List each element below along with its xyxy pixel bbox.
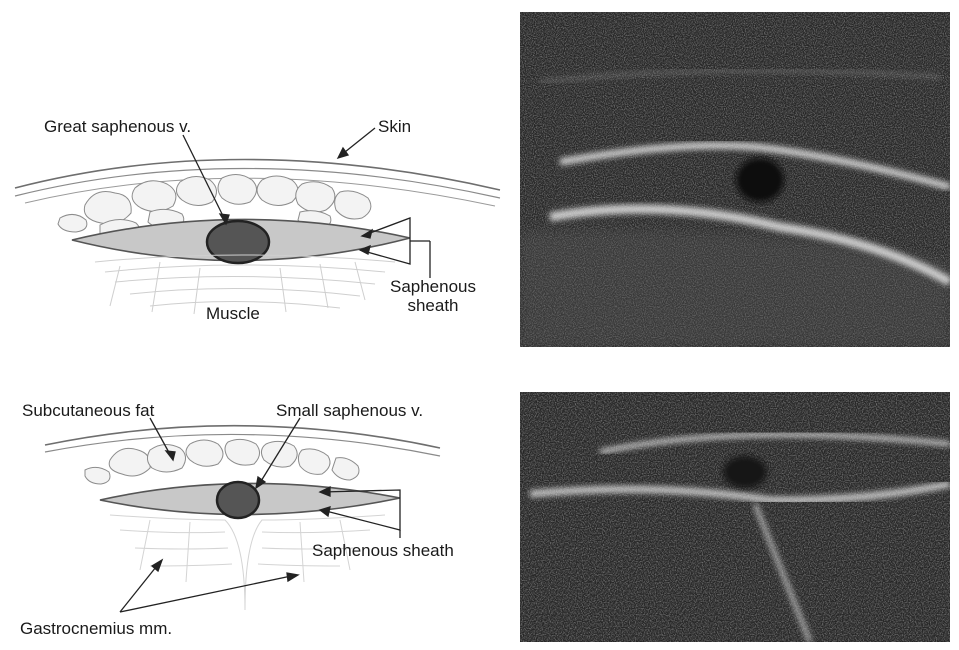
- top-ultrasound-canvas: [520, 12, 950, 347]
- top-diagram: Great saphenous v. Skin Saphenous sheath…: [0, 0, 515, 340]
- bottom-ultrasound-canvas: [520, 392, 950, 642]
- subcutaneous-fat-label: Subcutaneous fat: [22, 402, 154, 421]
- small-saphenous-label: Small saphenous v.: [276, 402, 423, 421]
- bottom-diagram: Subcutaneous fat Small saphenous v. Saph…: [0, 380, 515, 645]
- small-saphenous-vein: [217, 482, 259, 518]
- muscle-label: Muscle: [206, 305, 260, 324]
- saphenous-sheath-line1: Saphenous: [372, 278, 494, 297]
- bottom-ultrasound-image: [520, 392, 950, 642]
- gastrocnemius-label: Gastrocnemius mm.: [20, 620, 172, 639]
- saphenous-sheath-label: Saphenous sheath: [312, 542, 454, 561]
- skin-label: Skin: [378, 118, 411, 137]
- great-saphenous-lumen: [736, 158, 784, 202]
- great-saphenous-label: Great saphenous v.: [44, 118, 191, 137]
- fat-lobules: [85, 439, 359, 484]
- small-saphenous-lumen: [723, 456, 767, 488]
- top-ultrasound-image: [520, 12, 950, 347]
- great-saphenous-vein: [207, 221, 269, 263]
- saphenous-sheath-line2: sheath: [372, 297, 494, 316]
- gastrocnemius-muscle: [110, 515, 385, 610]
- saphenous-sheath-label: Saphenous sheath: [372, 278, 494, 315]
